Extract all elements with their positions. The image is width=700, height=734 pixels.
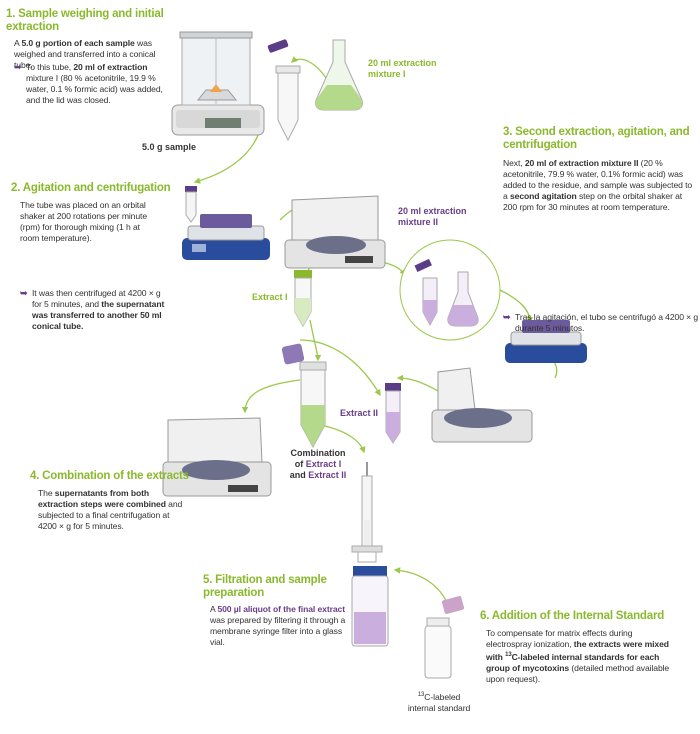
arrow-balance-to-shaker	[193, 129, 261, 184]
step3-title: 3. Second extraction, agitation, and cen…	[503, 126, 690, 151]
syringe	[351, 462, 383, 563]
arrow-extract1-to-combo	[309, 319, 322, 362]
step5-title: 5. Filtration and sample preparation	[203, 574, 327, 599]
extract2-label: Extract II	[340, 408, 379, 418]
step3-bullet: ➥ Tras la agitación, el tubo se centrifu…	[503, 312, 699, 333]
step6-title: 6. Addition of the Internal Standard	[480, 610, 665, 622]
centrifuge-3	[162, 417, 272, 497]
mixture-2-circle	[399, 239, 501, 341]
centrifuge-1	[284, 195, 386, 269]
orbital-shaker-1	[182, 214, 270, 260]
mixture1-label: 20 ml extraction mixture I	[368, 58, 437, 79]
bullet-arrow-icon: ➥	[503, 312, 511, 322]
centrifuge-2	[431, 367, 533, 443]
tube-extract-1	[294, 270, 312, 328]
step2-title: 2. Agitation and centrifugation	[11, 182, 171, 194]
step1-title: 1. Sample weighing and initial extractio…	[6, 8, 164, 33]
step2-paragraph: The tube was placed on an orbital shaker…	[20, 200, 148, 243]
internal-standard-vial	[424, 596, 465, 679]
step3-paragraph: Next, 20 ml of extraction mixture II (20…	[503, 158, 693, 212]
step6-paragraph: To compensate for matrix effects during …	[486, 628, 670, 684]
combination-tube	[299, 361, 327, 449]
arrow-combo-to-syringe	[319, 424, 366, 454]
purple-cap	[281, 343, 305, 365]
analytical-balance	[171, 31, 265, 136]
sample-weight-label: 5.0 g sample	[142, 142, 197, 152]
mixture2-label: 20 ml extraction mixture II	[398, 206, 467, 227]
internal-standard-label: 13C-labeled internal standard	[407, 691, 471, 713]
arrow-combo-to-centrifuge4	[241, 379, 301, 414]
orbital-shaker-2	[505, 320, 587, 363]
step4-title: 4. Combination of the extracts	[30, 470, 189, 482]
arrow-mixture2-to-shaker	[499, 289, 534, 324]
bullet-arrow-icon: ➥	[14, 62, 22, 72]
step5-paragraph: A 500 µl aliquot of the final extract wa…	[210, 604, 346, 647]
bullet-arrow-icon: ➥	[20, 288, 28, 298]
tube-extract-2	[385, 383, 401, 444]
small-tube-step2	[185, 186, 197, 223]
step1-bullet: ➥ To this tube, 20 ml of extraction mixt…	[14, 62, 163, 105]
arrow-std-to-vial	[393, 567, 449, 606]
combination-label: Combination of Extract I and Extract II	[289, 448, 347, 480]
conical-tube-1	[267, 39, 301, 142]
step2-bullet: ➥ It was then centrifuged at 4200 × g fo…	[20, 288, 165, 331]
glass-vial	[351, 566, 389, 647]
step1-paragraph: A 5.0 g portion of each sample was weigh…	[14, 38, 156, 70]
arrow-cap-to-combo	[299, 339, 381, 397]
step4-paragraph: The supernatants from both extraction st…	[38, 488, 183, 531]
extract1-label: Extract I	[252, 292, 288, 302]
erlenmeyer-flask-mixture-1	[315, 39, 363, 111]
